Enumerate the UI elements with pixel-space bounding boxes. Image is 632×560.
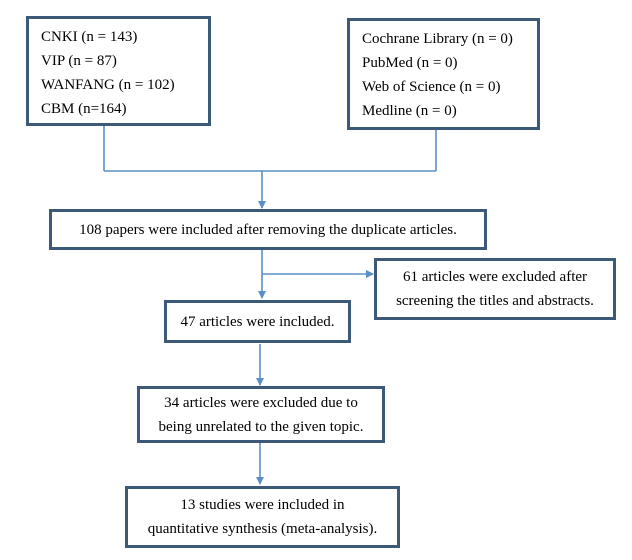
source-cbm: CBM (n=164) bbox=[41, 101, 127, 117]
excluded-unrelated-line-1: 34 articles were excluded due to bbox=[164, 394, 358, 411]
deduplicated-box: 108 papers were included after removing … bbox=[49, 209, 487, 250]
source-cochrane: Cochrane Library (n = 0) bbox=[362, 31, 513, 47]
source-vip: VIP (n = 87) bbox=[41, 53, 117, 69]
source-medline: Medline (n = 0) bbox=[362, 103, 457, 119]
final-included-line-2: quantitative synthesis (meta-analysis). bbox=[147, 521, 378, 537]
included-screening-text: 47 articles were included. bbox=[180, 313, 335, 330]
final-included-line-1: 13 studies were included in bbox=[180, 497, 345, 513]
included-screening-box: 47 articles were included. bbox=[164, 300, 351, 343]
excluded-screening-box: 61 articles were excluded after screenin… bbox=[374, 258, 616, 320]
source-web-of-science: Web of Science (n = 0) bbox=[362, 79, 501, 95]
final-included-box: 13 studies were included in quantitative… bbox=[125, 486, 400, 548]
source-wanfang: WANFANG (n = 102) bbox=[41, 77, 175, 93]
source-cnki: CNKI (n = 143) bbox=[41, 29, 138, 45]
chinese-databases-box: CNKI (n = 143) VIP (n = 87) WANFANG (n =… bbox=[26, 16, 211, 126]
source-pubmed: PubMed (n = 0) bbox=[362, 55, 458, 71]
deduplicated-text: 108 papers were included after removing … bbox=[79, 221, 457, 238]
excluded-screening-line-1: 61 articles were excluded after bbox=[402, 269, 588, 285]
excluded-screening-line-2: screening the titles and abstracts. bbox=[396, 293, 594, 309]
excluded-unrelated-box: 34 articles were excluded due to being u… bbox=[137, 386, 385, 443]
excluded-unrelated-line-2: being unrelated to the given topic. bbox=[158, 418, 364, 435]
english-databases-box: Cochrane Library (n = 0) PubMed (n = 0) … bbox=[347, 18, 540, 130]
